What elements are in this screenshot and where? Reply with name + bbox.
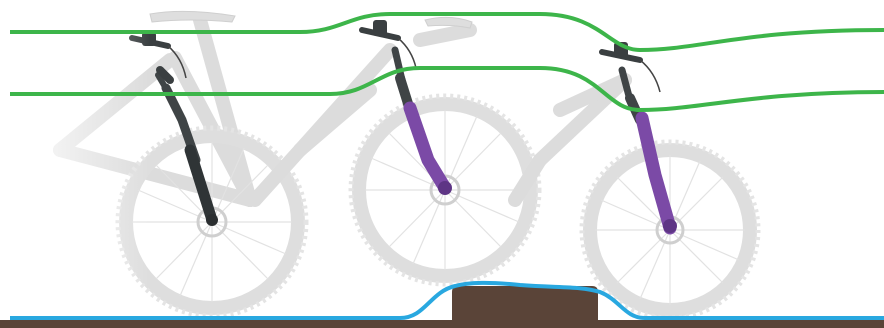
bike-1-saddle [150,11,235,22]
bike-2-saddle [425,17,472,28]
obstacle [452,286,598,328]
bike-3 [515,42,758,318]
left-fade-overlay [0,0,150,300]
ground [0,320,884,328]
